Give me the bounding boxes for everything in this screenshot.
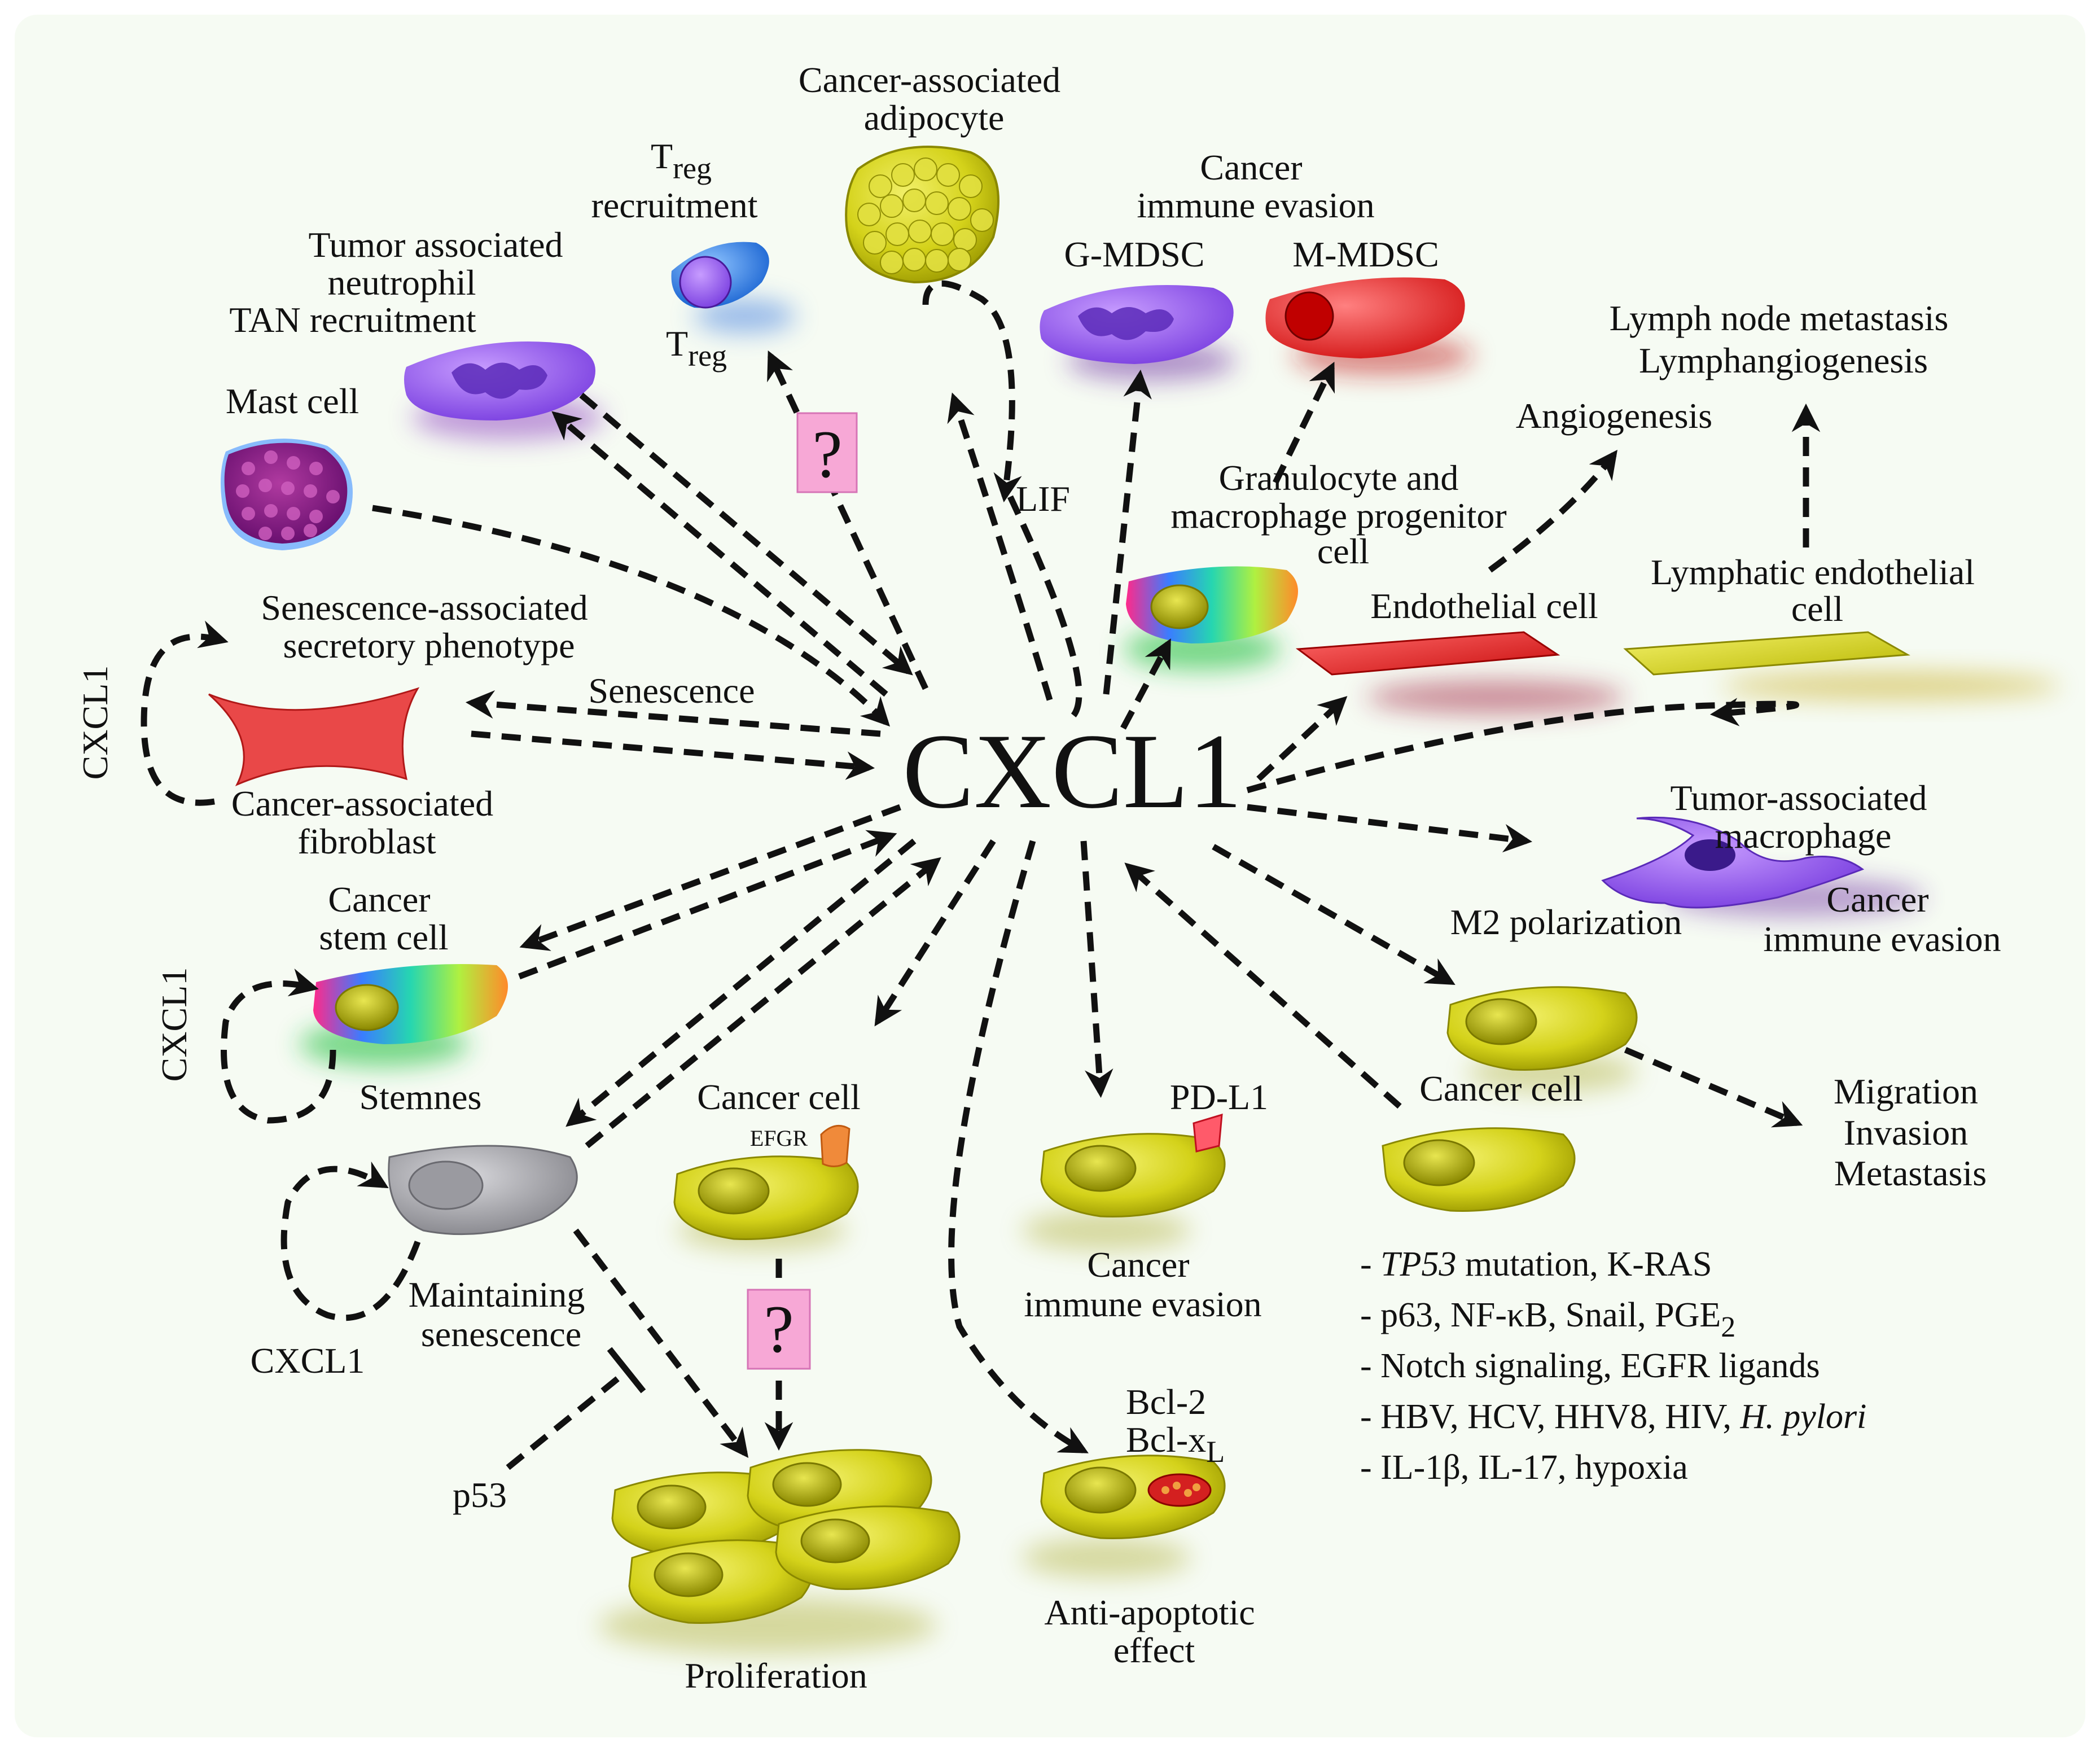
label-sasp: Senescence-associated secretory phenotyp… [261,588,597,665]
lymphatic-endothelial-cell [1623,631,2060,700]
inducer-list: - TP53 mutation, K-RAS - p63, NF-κB, Sna… [1360,1245,1866,1487]
label-lymph-node: Lymph node metastasis Lymphangiogenesis [1610,298,1958,380]
endothelial-cell [1295,631,1625,714]
label-immune-evasion-top: Cancer immune evasion [1137,147,1374,225]
cancer-cell-right-top [1446,986,1638,1092]
label-senescence: Senescence [589,671,755,711]
senescent-cell [388,1145,578,1236]
label-lif: LIF [1016,479,1070,519]
inducer-item: - HBV, HCV, HHV8, HIV, H. pylori [1360,1398,1866,1436]
inducer-item: - Notch signaling, EGFR ligands [1360,1347,1820,1385]
label-m2-polarization: M2 polarization [1450,902,1682,942]
label-cxcl1-loop-senescence: CXCL1 [251,1341,365,1381]
label-mast-cell: Mast cell [226,381,359,421]
label-macrophage: Tumor-associated macrophage [1671,778,1936,856]
treg-cell [671,242,796,333]
label-progenitor: Granulocyte and macrophage progenitor ce… [1170,458,1515,571]
label-stemness: Stemnes [360,1077,482,1117]
proliferating-cells [598,1449,961,1654]
mitochondrion-icon [1147,1473,1212,1507]
label-p53: p53 [453,1475,507,1515]
inducer-item: - TP53 mutation, K-RAS [1360,1245,1712,1284]
label-endothelial: Endothelial cell [1370,586,1598,626]
label-angiogenesis: Angiogenesis [1516,396,1712,436]
svg-text:?: ? [812,417,842,492]
label-treg-recruitment: Treg recruitment [591,136,758,225]
inducer-item: - IL-1β, IL-17, hypoxia [1360,1448,1688,1487]
cancer-cell-egfr [673,1124,859,1250]
adipocyte-cell [845,146,999,284]
pd-l1-receptor-icon [1193,1113,1223,1153]
label-g-mdsc: G-MDSC [1064,234,1205,274]
mast-cell [221,439,353,550]
g-mdsc-cell [1040,285,1236,381]
label-cancer-cell-right: Cancer cell [1419,1068,1583,1109]
question-box-proliferation: ? [747,1289,811,1370]
label-tam-evasion: Cancer immune evasion [1763,879,2001,959]
cancer-cell-anti-apoptotic [1021,1455,1226,1578]
cancer-cell-pdl1 [1021,1113,1226,1250]
label-m-mdsc: M-MDSC [1292,234,1439,274]
label-proliferation: Proliferation [685,1655,867,1696]
label-fibroblast: Cancer-associated fibroblast [231,783,502,861]
egfr-receptor-icon [820,1124,850,1167]
label-anti-apoptotic: Anti-apoptotic effect [1044,1592,1264,1670]
svg-text:?: ? [764,1291,793,1366]
fibroblast-cell [208,687,420,786]
label-cxcl1-loop-csc: CXCL1 [154,967,194,1082]
diagram-background [15,15,2085,1737]
label-neutrophil: Tumor associated neutrophil TAN recruitm… [229,225,572,340]
label-lymphatic-endothelial: Lymphatic endothelial cell [1651,552,1984,629]
cancer-stem-cell [299,964,508,1067]
macrophage-cell [1601,816,1924,917]
cancer-cell-right-bottom [1382,1127,1576,1212]
label-migration: Migration Invasion Metastasis [1834,1071,1987,1193]
arrows [141,280,1821,1470]
label-treg-cell: Treg [666,323,727,373]
question-box-treg: ? [796,412,858,493]
m-mdsc-cell [1265,277,1473,375]
label-cancer-stem-cell: Cancer stem cell [319,879,448,957]
label-cxcl1-loop-caf: CXCL1 [75,665,115,780]
label-immune-evasion-bottom: Cancer immune evasion [1024,1245,1261,1324]
label-egfr: EFGR [750,1125,808,1151]
label-pd-l1: PD-L1 [1170,1077,1268,1117]
label-bcl2: Bcl-2 Bcl-xL [1126,1382,1225,1469]
progenitor-cell [1123,566,1298,671]
label-cancer-cell-left: Cancer cell [697,1077,861,1117]
center-label: CXCL1 [902,712,1242,831]
label-maintaining-senescence: Maintaining senescence [409,1274,594,1354]
label-adipocyte: Cancer-associated adipocyte [799,60,1069,138]
